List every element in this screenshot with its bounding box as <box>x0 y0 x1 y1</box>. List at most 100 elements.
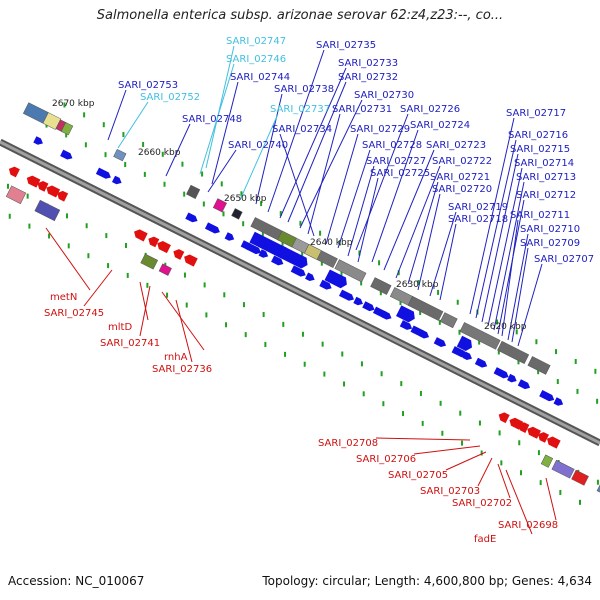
label-leader-line <box>487 167 523 327</box>
gene-block <box>571 469 589 486</box>
forward-gene-arrow <box>111 175 122 185</box>
kbp-marker-label: 2660 kbp <box>138 148 181 158</box>
gene-label: SARI_02734 <box>272 124 332 135</box>
forward-gene-arrow <box>319 279 332 290</box>
label-leader-line <box>83 269 113 307</box>
gene-block <box>540 454 554 468</box>
gene-block <box>596 483 600 496</box>
gene-label: SARI_02730 <box>354 90 414 101</box>
gene-label: SARI_02737 <box>270 104 330 115</box>
gene-label: SARI_02731 <box>332 104 392 115</box>
label-leader-line <box>161 291 205 351</box>
gene-label: SARI_02713 <box>516 172 576 183</box>
gene-block <box>277 230 297 248</box>
gene-label: SARI_02721 <box>430 172 490 183</box>
label-leader-line <box>347 165 375 257</box>
forward-gene-arrow <box>271 255 284 266</box>
gene-block <box>231 208 243 220</box>
label-leader-line <box>383 149 435 271</box>
gene-label: SARI_02740 <box>228 140 288 151</box>
label-leader-lines <box>45 45 557 535</box>
gene-block <box>497 340 530 364</box>
forward-gene-arrow <box>339 289 354 301</box>
forward-gene-arrow <box>60 149 73 160</box>
map-title: Salmonella enterica subsp. arizonae sero… <box>96 8 504 23</box>
genome-backbone-highlight <box>0 140 600 445</box>
gene-label: metN <box>50 292 77 303</box>
forward-gene-arrow <box>395 305 415 323</box>
gene-label: SARI_02703 <box>420 486 480 497</box>
label-leader-line <box>325 133 359 245</box>
gene-label: SARI_02722 <box>432 156 492 167</box>
label-leader-line <box>429 211 457 297</box>
label-leader-line <box>371 129 419 263</box>
label-leader-line <box>279 67 347 219</box>
gene-label: SARI_02738 <box>274 84 334 95</box>
label-leader-line <box>413 445 481 455</box>
gene-label: SARI_02728 <box>362 140 422 151</box>
forward-gene-arrow <box>362 301 375 312</box>
gene-label: SARI_02726 <box>400 104 460 115</box>
label-leader-line <box>139 281 149 321</box>
label-leader-line <box>307 113 341 235</box>
gene-label: SARI_02717 <box>506 108 566 119</box>
label-leader-line <box>475 139 517 319</box>
forward-gene-arrow <box>305 272 315 282</box>
forward-gene-arrow <box>33 136 43 145</box>
label-leader-line <box>545 477 557 521</box>
gene-label: SARI_02718 <box>448 214 508 225</box>
gene-block <box>551 459 575 479</box>
gene-block <box>60 122 74 136</box>
gene-label: SARI_02725 <box>370 168 430 179</box>
reverse-gene-arrow <box>134 229 148 242</box>
gene-block <box>212 198 227 213</box>
gene-label: SARI_02720 <box>432 184 492 195</box>
label-leader-line <box>439 223 457 301</box>
forward-gene-arrow <box>249 231 288 259</box>
label-leader-line <box>511 247 529 343</box>
label-leader-line <box>205 45 235 169</box>
gene-labels: SARI_02747SARI_02746SARI_02735SARI_02733… <box>44 36 594 545</box>
gene-label: SARI_02716 <box>508 130 568 141</box>
gene-block <box>370 277 392 295</box>
label-leader-line <box>287 81 347 223</box>
reverse-gene-arrow <box>26 175 41 188</box>
gene-label: SARI_02705 <box>388 470 448 481</box>
gene-label: SARI_02732 <box>338 72 398 83</box>
reverse-gene-arrow <box>173 249 185 260</box>
forward-gene-arrow <box>95 167 111 179</box>
reverse-gene-arrow <box>57 190 69 202</box>
forward-gene-arrow <box>507 373 517 383</box>
reverse-gene-arrow <box>37 180 49 192</box>
forward-gene-arrow <box>278 246 308 269</box>
forward-gene-arrow <box>399 320 413 330</box>
map-footer: Accession: NC_010067 Topology: circular;… <box>8 574 592 590</box>
forward-gene-arrow <box>204 222 220 234</box>
gene-block <box>304 244 322 260</box>
label-leader-line <box>497 199 525 335</box>
forward-gene-arrow <box>474 357 488 368</box>
gc-skew-ticks <box>6 102 599 505</box>
label-leader-line <box>357 177 379 263</box>
gene-label: SARI_02714 <box>514 158 574 169</box>
gene-label: SARI_02709 <box>520 238 580 249</box>
label-leader-line <box>299 99 363 229</box>
reverse-gene-arrow <box>8 166 20 178</box>
label-leader-line <box>505 469 533 535</box>
forward-gene-arrow <box>246 242 262 255</box>
kbp-marker-label: 2630 kbp <box>396 280 439 290</box>
gene-label: SARI_02719 <box>448 202 508 213</box>
label-leader-line <box>139 285 151 337</box>
label-leader-line <box>175 299 193 363</box>
forward-gene-arrow <box>353 296 363 306</box>
gene-block <box>158 263 172 276</box>
label-leader-line <box>211 81 239 185</box>
gene-label: SARI_02748 <box>182 114 242 125</box>
gene-block <box>334 259 367 283</box>
gene-block <box>113 148 127 162</box>
reverse-gene-arrow <box>527 426 541 439</box>
gene-block <box>407 296 444 321</box>
gene-label: SARI_02708 <box>318 438 378 449</box>
gene-label: fadE <box>474 534 496 545</box>
gene-block <box>186 184 201 199</box>
